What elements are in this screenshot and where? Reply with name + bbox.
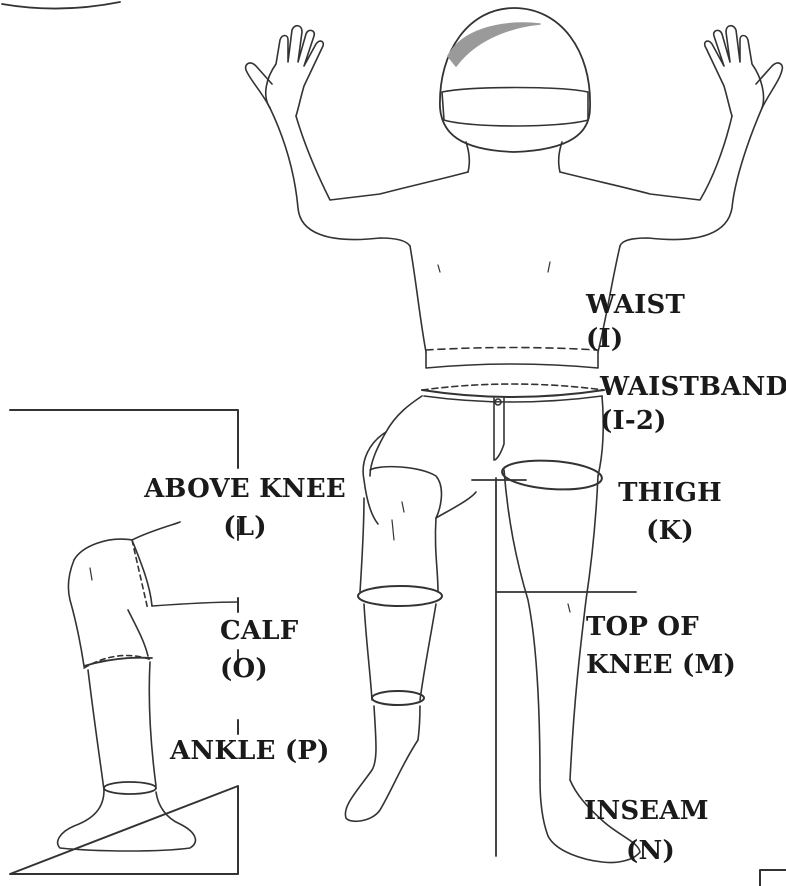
label-inseam-code: (N) [626,834,675,868]
label-calf-name: CALF [220,614,298,648]
waist-measure-line [426,348,598,369]
label-above-knee-code: (L) [110,510,380,544]
left-arm-outline [296,116,468,200]
label-above-knee-name: ABOVE KNEE [110,472,380,506]
label-waist-name: WAIST [586,288,685,322]
waistband-measure-line [422,384,604,460]
label-thigh-code: (K) [600,514,740,548]
label-top-of-knee-line2: KNEE (M) [586,648,736,682]
label-waistband-name: WAISTBAND [600,370,786,404]
left-hand-icon [246,26,324,116]
helmet-icon [440,8,590,152]
label-calf-code: (O) [220,652,268,686]
label-thigh-name: THIGH [600,476,740,510]
label-waist-code: (I) [586,322,623,356]
right-hand-icon [705,26,783,116]
right-arm-outline [560,116,732,200]
label-top-of-knee-line1: TOP OF [586,610,699,644]
corner-box [760,870,786,886]
label-waistband-code: (I-2) [600,404,667,438]
corner-arc [2,2,120,9]
label-ankle: ANKLE (P) [170,734,330,768]
label-inseam-name: INSEAM [584,794,709,828]
